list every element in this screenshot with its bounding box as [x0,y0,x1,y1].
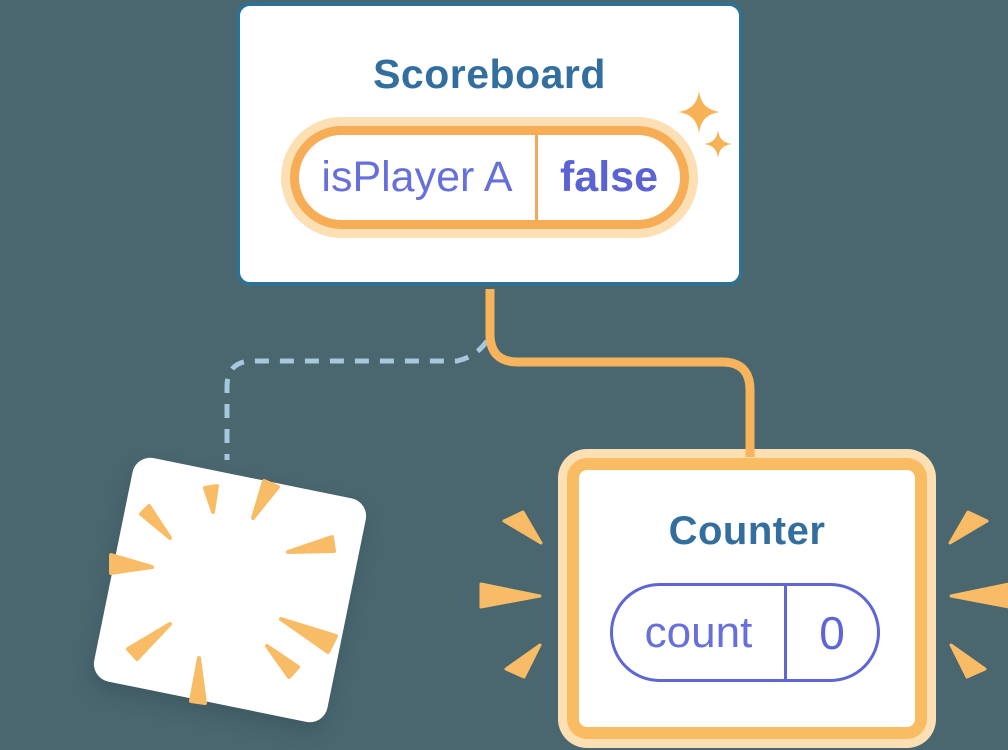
scoreboard-title: Scoreboard [373,51,606,97]
counter-card: Counter count 0 [567,458,927,739]
counter-state-name: count [644,607,753,657]
burst-left-icon [479,510,543,679]
counter-state-pill: count 0 [610,583,880,682]
scoreboard-state-value: false [559,153,658,201]
scoreboard-card: Scoreboard isPlayer A false [236,2,743,286]
burst-right-icon [948,510,1008,679]
pill-divider [784,586,787,679]
sparkles-icon [678,91,732,158]
dashed-connector-line [224,339,490,460]
counter-state-value: 0 [819,606,845,659]
scoreboard-state-pill: isPlayer A false [290,126,689,229]
pill-divider [535,135,538,220]
destroyed-card [90,454,370,726]
counter-title: Counter [668,509,826,553]
solid-connector-line [485,289,755,457]
scoreboard-state-name: isPlayer A [321,153,513,201]
